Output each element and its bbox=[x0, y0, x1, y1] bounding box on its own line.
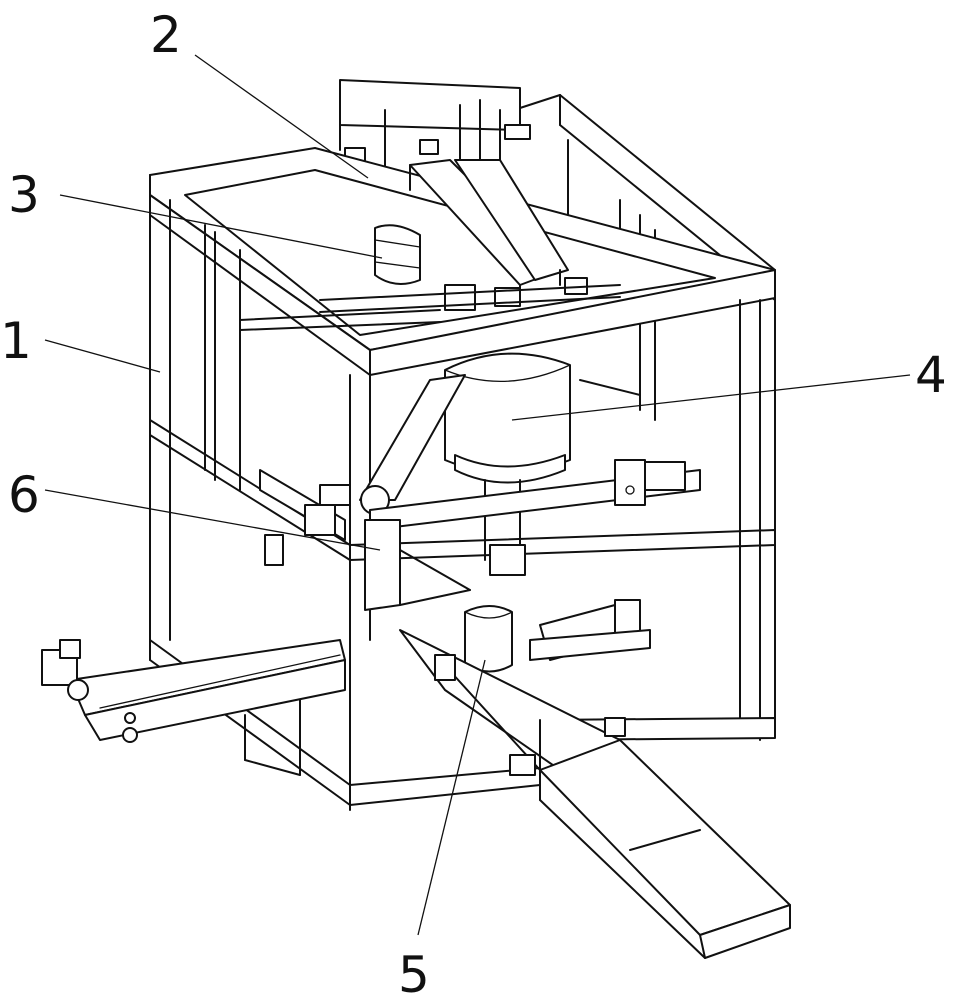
leader-line-2 bbox=[194, 54, 369, 179]
main-motor bbox=[444, 352, 571, 576]
callout-1: 1 bbox=[0, 312, 32, 370]
diagonal-strut bbox=[359, 374, 466, 515]
callouts: 2 3 1 4 6 5 bbox=[0, 6, 947, 1000]
callout-5: 5 bbox=[398, 946, 430, 1000]
upper-motor bbox=[374, 224, 421, 285]
leader-line-5 bbox=[417, 659, 486, 936]
feed-chute bbox=[239, 159, 621, 331]
callout-2: 2 bbox=[150, 6, 182, 64]
leader-line-3 bbox=[59, 194, 383, 259]
leader-line-4 bbox=[511, 374, 911, 421]
output-chute bbox=[399, 629, 791, 959]
callout-4: 4 bbox=[915, 346, 947, 404]
left-conveyor bbox=[41, 639, 346, 743]
leader-line-6 bbox=[44, 489, 381, 551]
leader-lines bbox=[44, 54, 911, 936]
lower-cylinder bbox=[464, 599, 651, 673]
frame-middle bbox=[149, 174, 776, 811]
horizontal-cylinder bbox=[369, 459, 701, 531]
pusher-block bbox=[259, 469, 471, 611]
callout-6: 6 bbox=[8, 466, 40, 524]
leader-line-1 bbox=[44, 339, 161, 373]
callout-3: 3 bbox=[8, 166, 40, 224]
